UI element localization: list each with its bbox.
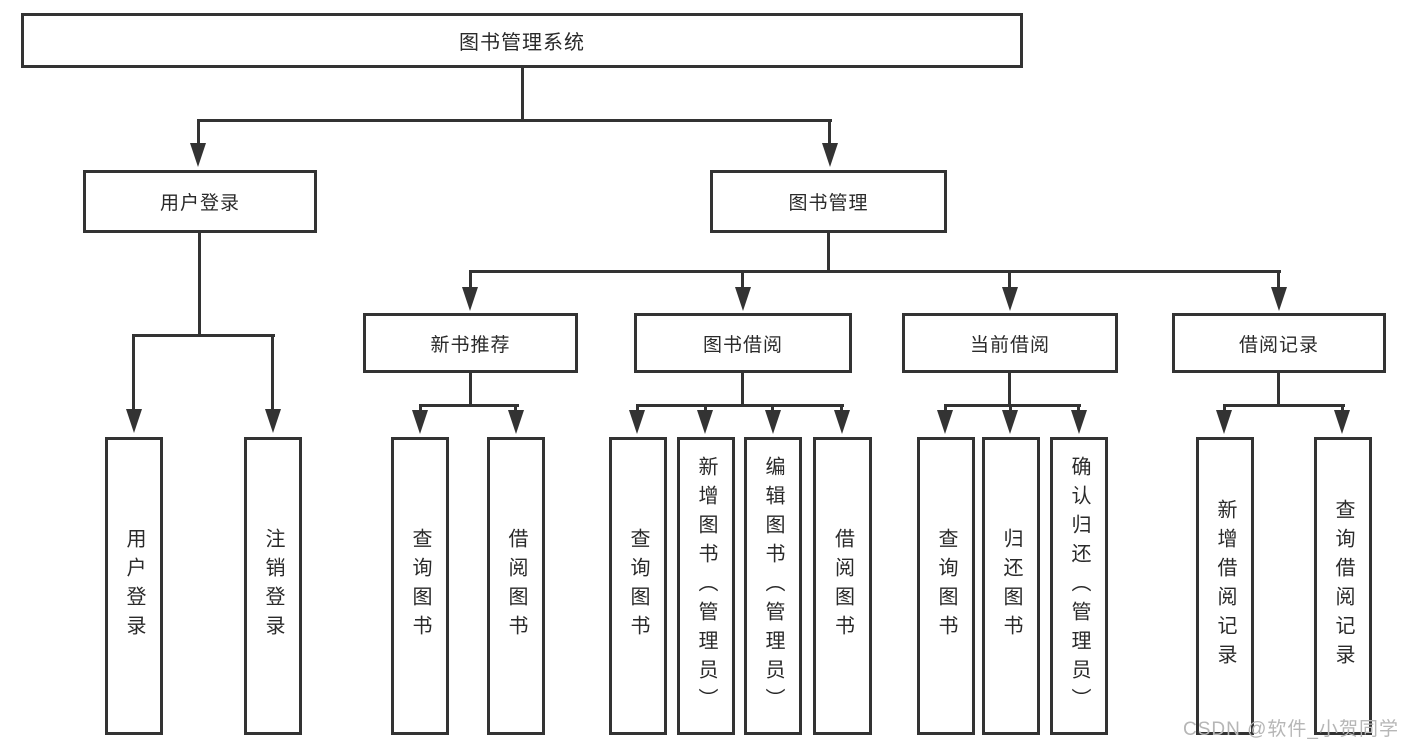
connector-stem-d3 (1077, 404, 1080, 412)
arrowhead-c1 (629, 410, 645, 434)
node-book-borrow: 图书借阅 (634, 313, 852, 373)
node-book-management-label: 图书管理 (788, 193, 869, 214)
connector-stem-book-management (828, 119, 831, 145)
node-book-management: 图书管理 (710, 170, 947, 233)
leaf-query-books-recommend: 查询图书 (391, 437, 449, 735)
node-new-book-recommend: 新书推荐 (363, 313, 578, 373)
leaf-logout: 注销登录 (244, 437, 302, 735)
arrowhead-leaf-login (126, 409, 142, 433)
leaf-query-books-borrow: 查询图书 (609, 437, 667, 735)
arrowhead-book-borrow (735, 287, 751, 311)
arrowhead-e2 (1334, 410, 1350, 434)
connector-bookmgmt-hline (469, 270, 1281, 273)
leaf-add-borrow-record-label: 新增借阅记录 (1214, 499, 1236, 673)
connector-currentborrow-hline (944, 404, 1081, 407)
node-library-system: 图书管理系统 (21, 13, 1023, 68)
leaf-query-books-recommend-label: 查询图书 (409, 528, 431, 644)
leaf-query-books-borrow-label: 查询图书 (627, 528, 649, 644)
connector-currentborrow-vline (1008, 373, 1011, 406)
node-new-book-recommend-label: 新书推荐 (430, 334, 511, 356)
connector-stem-borrow-records (1277, 270, 1280, 289)
connector-stem-c1 (636, 404, 639, 412)
connector-root-hline (197, 119, 832, 122)
connector-stem-d1 (944, 404, 947, 412)
connector-bookmgmt-vline (827, 233, 830, 273)
arrowhead-e1 (1216, 410, 1232, 434)
leaf-query-borrow-record-label: 查询借阅记录 (1332, 499, 1354, 673)
connector-newbook-vline (469, 373, 472, 406)
leaf-add-book-admin-label: 新增图书（管理员） (695, 455, 717, 717)
connector-stem-e1 (1223, 404, 1226, 412)
leaf-edit-book-admin: 编辑图书（管理员） (744, 437, 802, 735)
leaf-return-book: 归还图书 (982, 437, 1040, 735)
node-current-borrow: 当前借阅 (902, 313, 1118, 373)
connector-stem-leaf-logout (271, 334, 274, 411)
node-book-borrow-label: 图书借阅 (702, 334, 783, 356)
leaf-user-login: 用户登录 (105, 437, 163, 735)
arrowhead-d2 (1002, 410, 1018, 434)
connector-bookborrow-vline (741, 373, 744, 406)
connector-stem-e2 (1341, 404, 1344, 412)
connector-stem-book-borrow (741, 270, 744, 289)
connector-root-vline (521, 68, 524, 120)
csdn-watermark: CSDN @软件_小贺同学 (1183, 719, 1399, 740)
connector-stem-leaf-login (132, 334, 135, 411)
arrowhead-leaf-logout (265, 409, 281, 433)
arrowhead-current-borrow (1002, 287, 1018, 311)
node-borrow-records: 借阅记录 (1172, 313, 1386, 373)
leaf-borrow-books: 借阅图书 (813, 437, 872, 735)
leaf-add-borrow-record: 新增借阅记录 (1196, 437, 1254, 735)
leaf-add-book-admin: 新增图书（管理员） (677, 437, 735, 735)
connector-stem-b2 (514, 404, 517, 412)
arrowhead-user-login (190, 143, 206, 167)
arrowhead-book-management (822, 143, 838, 167)
leaf-borrow-books-label: 借阅图书 (831, 528, 854, 644)
arrowhead-d1 (937, 410, 953, 434)
arrowhead-b1 (412, 410, 428, 434)
node-user-login: 用户登录 (83, 170, 317, 233)
arrowhead-c2 (697, 410, 713, 434)
node-library-system-label: 图书管理系统 (459, 32, 585, 54)
arrowhead-c3 (765, 410, 781, 434)
leaf-confirm-return-admin-label: 确认归还（管理员） (1068, 455, 1090, 717)
connector-stem-current-borrow (1008, 270, 1011, 289)
arrowhead-c4 (834, 410, 850, 434)
arrowhead-new-book (462, 287, 478, 311)
leaf-edit-book-admin-label: 编辑图书（管理员） (762, 455, 784, 717)
arrowhead-borrow-records (1271, 287, 1287, 311)
connector-stem-new-book (469, 270, 472, 289)
leaf-logout-label: 注销登录 (262, 528, 284, 644)
connector-stem-c2 (704, 404, 707, 412)
leaf-user-login-label: 用户登录 (123, 528, 145, 644)
connector-userlogin-vline (198, 233, 201, 337)
connector-userlogin-hline (133, 334, 275, 337)
connector-bookborrow-hline (636, 404, 844, 407)
leaf-query-books-current-label: 查询图书 (935, 528, 957, 644)
connector-stem-c3 (771, 404, 774, 412)
arrowhead-b2 (508, 410, 524, 434)
leaf-confirm-return-admin: 确认归还（管理员） (1050, 437, 1108, 735)
connector-stem-c4 (840, 404, 843, 412)
connector-stem-d2 (1009, 404, 1012, 412)
leaf-return-book-label: 归还图书 (1000, 528, 1022, 644)
node-borrow-records-label: 借阅记录 (1238, 334, 1319, 356)
node-user-login-label: 用户登录 (159, 193, 240, 214)
connector-stem-user-login (197, 119, 200, 145)
connector-borrowrecords-hline (1223, 404, 1345, 407)
connector-borrowrecords-vline (1277, 373, 1280, 406)
leaf-borrow-books-recommend: 借阅图书 (487, 437, 545, 735)
connector-stem-b1 (419, 404, 422, 412)
leaf-query-books-current: 查询图书 (917, 437, 975, 735)
connector-newbook-hline (419, 404, 519, 407)
leaf-borrow-books-recommend-label: 借阅图书 (505, 528, 527, 644)
arrowhead-d3 (1071, 410, 1087, 434)
leaf-query-borrow-record: 查询借阅记录 (1314, 437, 1372, 735)
node-current-borrow-label: 当前借阅 (969, 334, 1050, 356)
